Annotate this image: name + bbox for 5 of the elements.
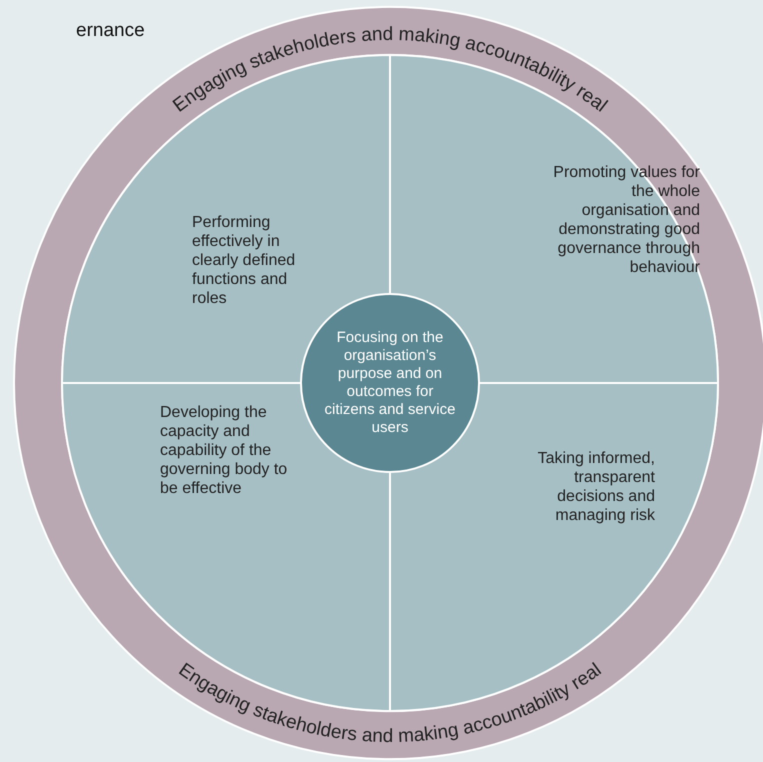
heading: ernance [76, 20, 145, 42]
quadrant-text: Performing effectively in clearly defined functions and roles [192, 213, 308, 308]
quadrant-text: Taking informed, transparent decisions and managing risk [515, 449, 655, 525]
quadrant-text: Developing the capacity and capability of the governing body to be effective [160, 403, 300, 498]
center-text: Focusing on the organisation’s purpose and on outcomes for citizens and service users [324, 329, 456, 437]
